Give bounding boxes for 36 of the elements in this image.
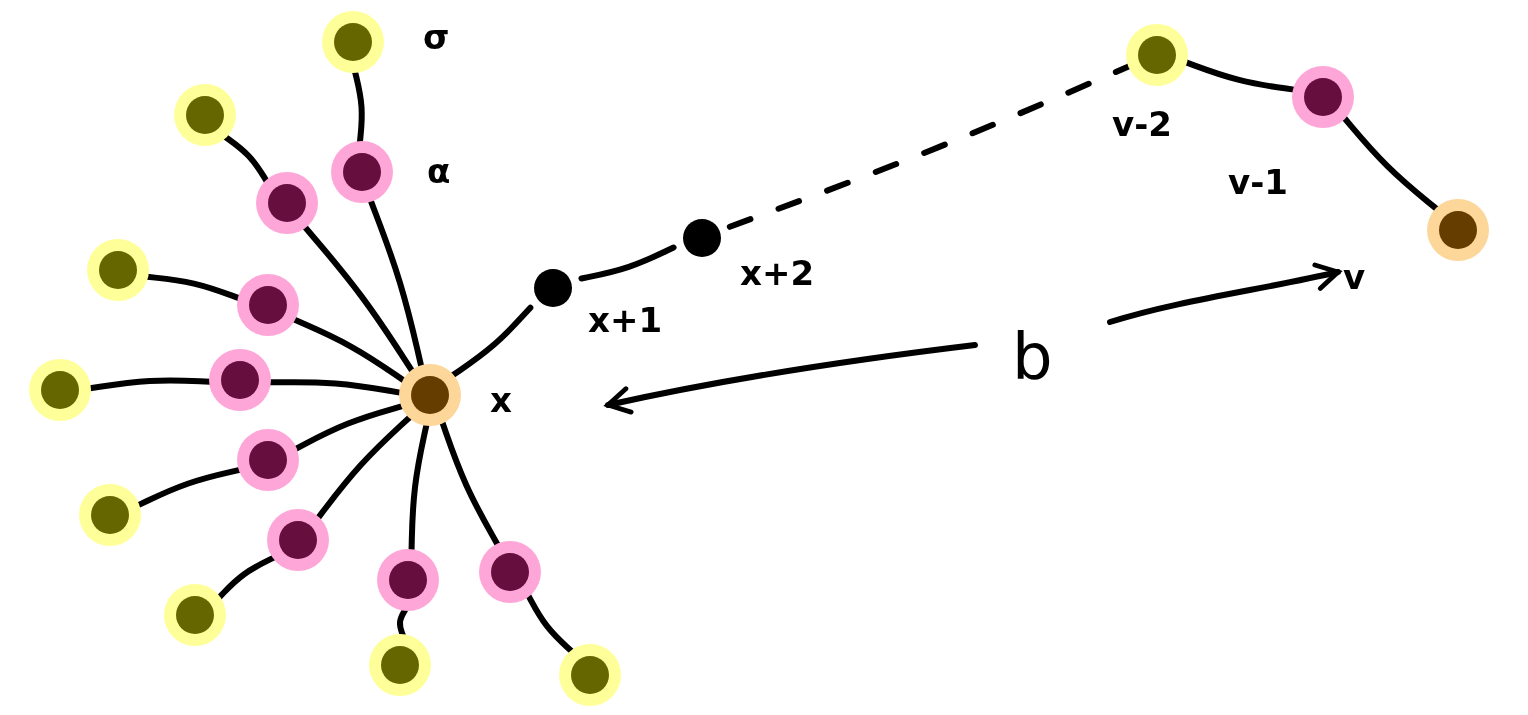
graph-vertex bbox=[321, 10, 385, 74]
graph-vertex bbox=[86, 238, 150, 302]
graph-vertex bbox=[368, 633, 432, 697]
vertex-label: x bbox=[490, 383, 512, 417]
edge-line bbox=[578, 244, 677, 282]
graph-vertex bbox=[1291, 65, 1355, 129]
graph-vertex bbox=[558, 643, 622, 707]
vertex-label: σ bbox=[423, 20, 450, 54]
graph-vertex bbox=[208, 348, 272, 412]
graph-vertex bbox=[1125, 23, 1189, 87]
vertex-label: v-1 bbox=[1228, 165, 1288, 199]
graph-vertex bbox=[376, 548, 440, 612]
edge-line bbox=[315, 414, 413, 521]
graph-vertex bbox=[330, 140, 394, 204]
vertex-label: x+2 bbox=[740, 256, 815, 290]
graph-vertex bbox=[478, 540, 542, 604]
graph-vertex bbox=[266, 508, 330, 572]
edge-line bbox=[1341, 115, 1440, 212]
graph-vertex bbox=[236, 273, 300, 337]
vertex-label: v bbox=[1343, 260, 1366, 294]
vertex-label: α bbox=[427, 154, 451, 188]
graph-vertex bbox=[163, 583, 227, 647]
graph-vertex bbox=[236, 428, 300, 492]
edge-line bbox=[216, 554, 277, 601]
distance-label: b bbox=[1012, 325, 1053, 389]
vertex-label: v-2 bbox=[1112, 107, 1172, 141]
graph-vertex bbox=[173, 83, 237, 147]
edge-line bbox=[301, 224, 416, 374]
graph-vertex bbox=[78, 483, 142, 547]
graph-vertex bbox=[255, 171, 319, 235]
edge-line bbox=[525, 592, 575, 655]
graph-vertex bbox=[398, 363, 462, 427]
graph-vertex bbox=[1426, 198, 1490, 262]
graph-vertex bbox=[28, 358, 92, 422]
vertex-label: x+1 bbox=[588, 303, 663, 337]
edge-line bbox=[449, 304, 534, 379]
